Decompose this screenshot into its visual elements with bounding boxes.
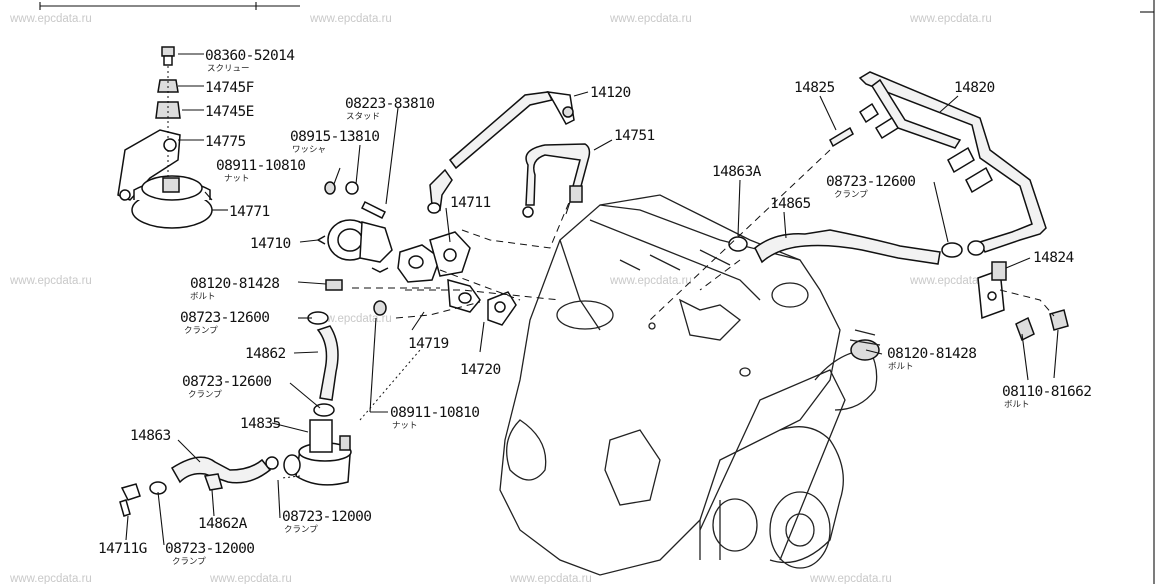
air-valve-14771 (131, 175, 213, 229)
watermark: www.epcdata.ru (909, 13, 992, 25)
label-08110-desc: ボルト (1004, 400, 1030, 410)
label-08723-12600-a: 08723-12600 (180, 310, 269, 326)
bushing-14745E (155, 101, 181, 119)
frame (39, 0, 1155, 584)
watermark: www.epcdata.ru (509, 573, 592, 584)
label-08223-83810: 08223-83810 (345, 96, 434, 112)
label-08723c-desc: クランプ (284, 525, 318, 535)
label-08911-upper-desc: ナット (224, 174, 250, 184)
watermark: www.epcdata.ru (609, 275, 692, 287)
hose-14862 (307, 311, 339, 417)
connection-lines (281, 149, 1055, 479)
label-08120-left-desc: ボルト (190, 292, 216, 302)
label-14862A: 14862A (198, 516, 248, 532)
watermark: www.epcdata.ru (309, 13, 392, 25)
label-14863A: 14863A (712, 164, 762, 180)
leader-lines (125, 53, 1059, 546)
label-08120-81428-right: 08120-81428 (887, 346, 976, 362)
bracket-14775 (117, 129, 181, 201)
label-08360-52014: 08360-52014 (205, 48, 295, 64)
label-08110-81662: 08110-81662 (1002, 384, 1091, 400)
label-14835: 14835 (240, 416, 281, 432)
label-14719: 14719 (408, 336, 449, 352)
pipe-14820 (858, 71, 1047, 256)
label-14751: 14751 (614, 128, 655, 144)
watermark: www.epcdata.ru (9, 13, 92, 25)
label-08723b-desc: クランプ (188, 390, 222, 400)
label-14720: 14720 (460, 362, 501, 378)
valve-14835 (283, 419, 352, 486)
label-14710: 14710 (250, 236, 291, 252)
label-08360-desc: スクリュー (207, 64, 250, 74)
label-14711: 14711 (450, 195, 491, 211)
engine-block (499, 194, 881, 576)
watermark: www.epcdata.ru (909, 275, 992, 287)
label-08723a-desc: クランプ (184, 326, 218, 336)
watermark: www.epcdata.ru (309, 313, 392, 325)
hose-14865 (728, 229, 963, 265)
label-08915-desc: ワッシャ (292, 145, 326, 155)
label-14863: 14863 (130, 428, 171, 444)
label-08723-12000-a: 08723-12000 (282, 509, 371, 525)
screw-08360 (161, 46, 175, 66)
watermarks: www.epcdata.ru www.epcdata.ru www.epcdat… (9, 13, 992, 584)
label-08723d-desc: クランプ (172, 557, 206, 567)
washer-nut-stud (324, 181, 387, 316)
pipe-14825 (829, 126, 854, 148)
air-valve-stack (117, 46, 213, 229)
egr-valve-14710 (316, 219, 393, 273)
label-08120-81428-left: 08120-81428 (190, 276, 279, 292)
label-14711G: 14711G (98, 541, 147, 557)
label-08911-lower-desc: ナット (392, 421, 418, 431)
label-14824: 14824 (1033, 250, 1075, 266)
watermark: www.epcdata.ru (9, 573, 92, 584)
gasket-plates (397, 231, 517, 326)
label-14775: 14775 (205, 134, 246, 150)
label-08911-10810-lower: 08911-10810 (390, 405, 479, 421)
label-08223-desc: スタッド (346, 112, 380, 122)
label-08723e-desc: クランプ (834, 190, 868, 200)
hose-14863 (149, 456, 279, 495)
fitting-14711G (119, 483, 141, 517)
part-labels: 08360-52014 スクリュー 14745F 14745E 14775 14… (98, 48, 1092, 567)
label-14862: 14862 (245, 346, 286, 362)
label-14825: 14825 (794, 80, 835, 96)
label-14120: 14120 (590, 85, 631, 101)
label-08915-13810: 08915-13810 (290, 129, 379, 145)
label-14771: 14771 (229, 204, 270, 220)
label-14745F: 14745F (205, 80, 254, 96)
label-08723-12000-b: 08723-12000 (165, 541, 254, 557)
label-08120-right-desc: ボルト (888, 362, 914, 372)
watermark: www.epcdata.ru (209, 573, 292, 584)
label-14820: 14820 (954, 80, 995, 96)
label-14865: 14865 (770, 196, 811, 212)
watermark: www.epcdata.ru (9, 275, 92, 287)
bracket-14824 (977, 261, 1069, 342)
label-08723-12600-c: 08723-12600 (826, 174, 915, 190)
label-14745E: 14745E (205, 104, 254, 120)
pipe-14751 (522, 143, 591, 218)
label-08911-10810-upper: 08911-10810 (216, 158, 305, 174)
watermark: www.epcdata.ru (809, 573, 892, 584)
watermark: www.epcdata.ru (609, 13, 692, 25)
label-08723-12600-b: 08723-12600 (182, 374, 271, 390)
pipe-14120 (427, 91, 575, 214)
